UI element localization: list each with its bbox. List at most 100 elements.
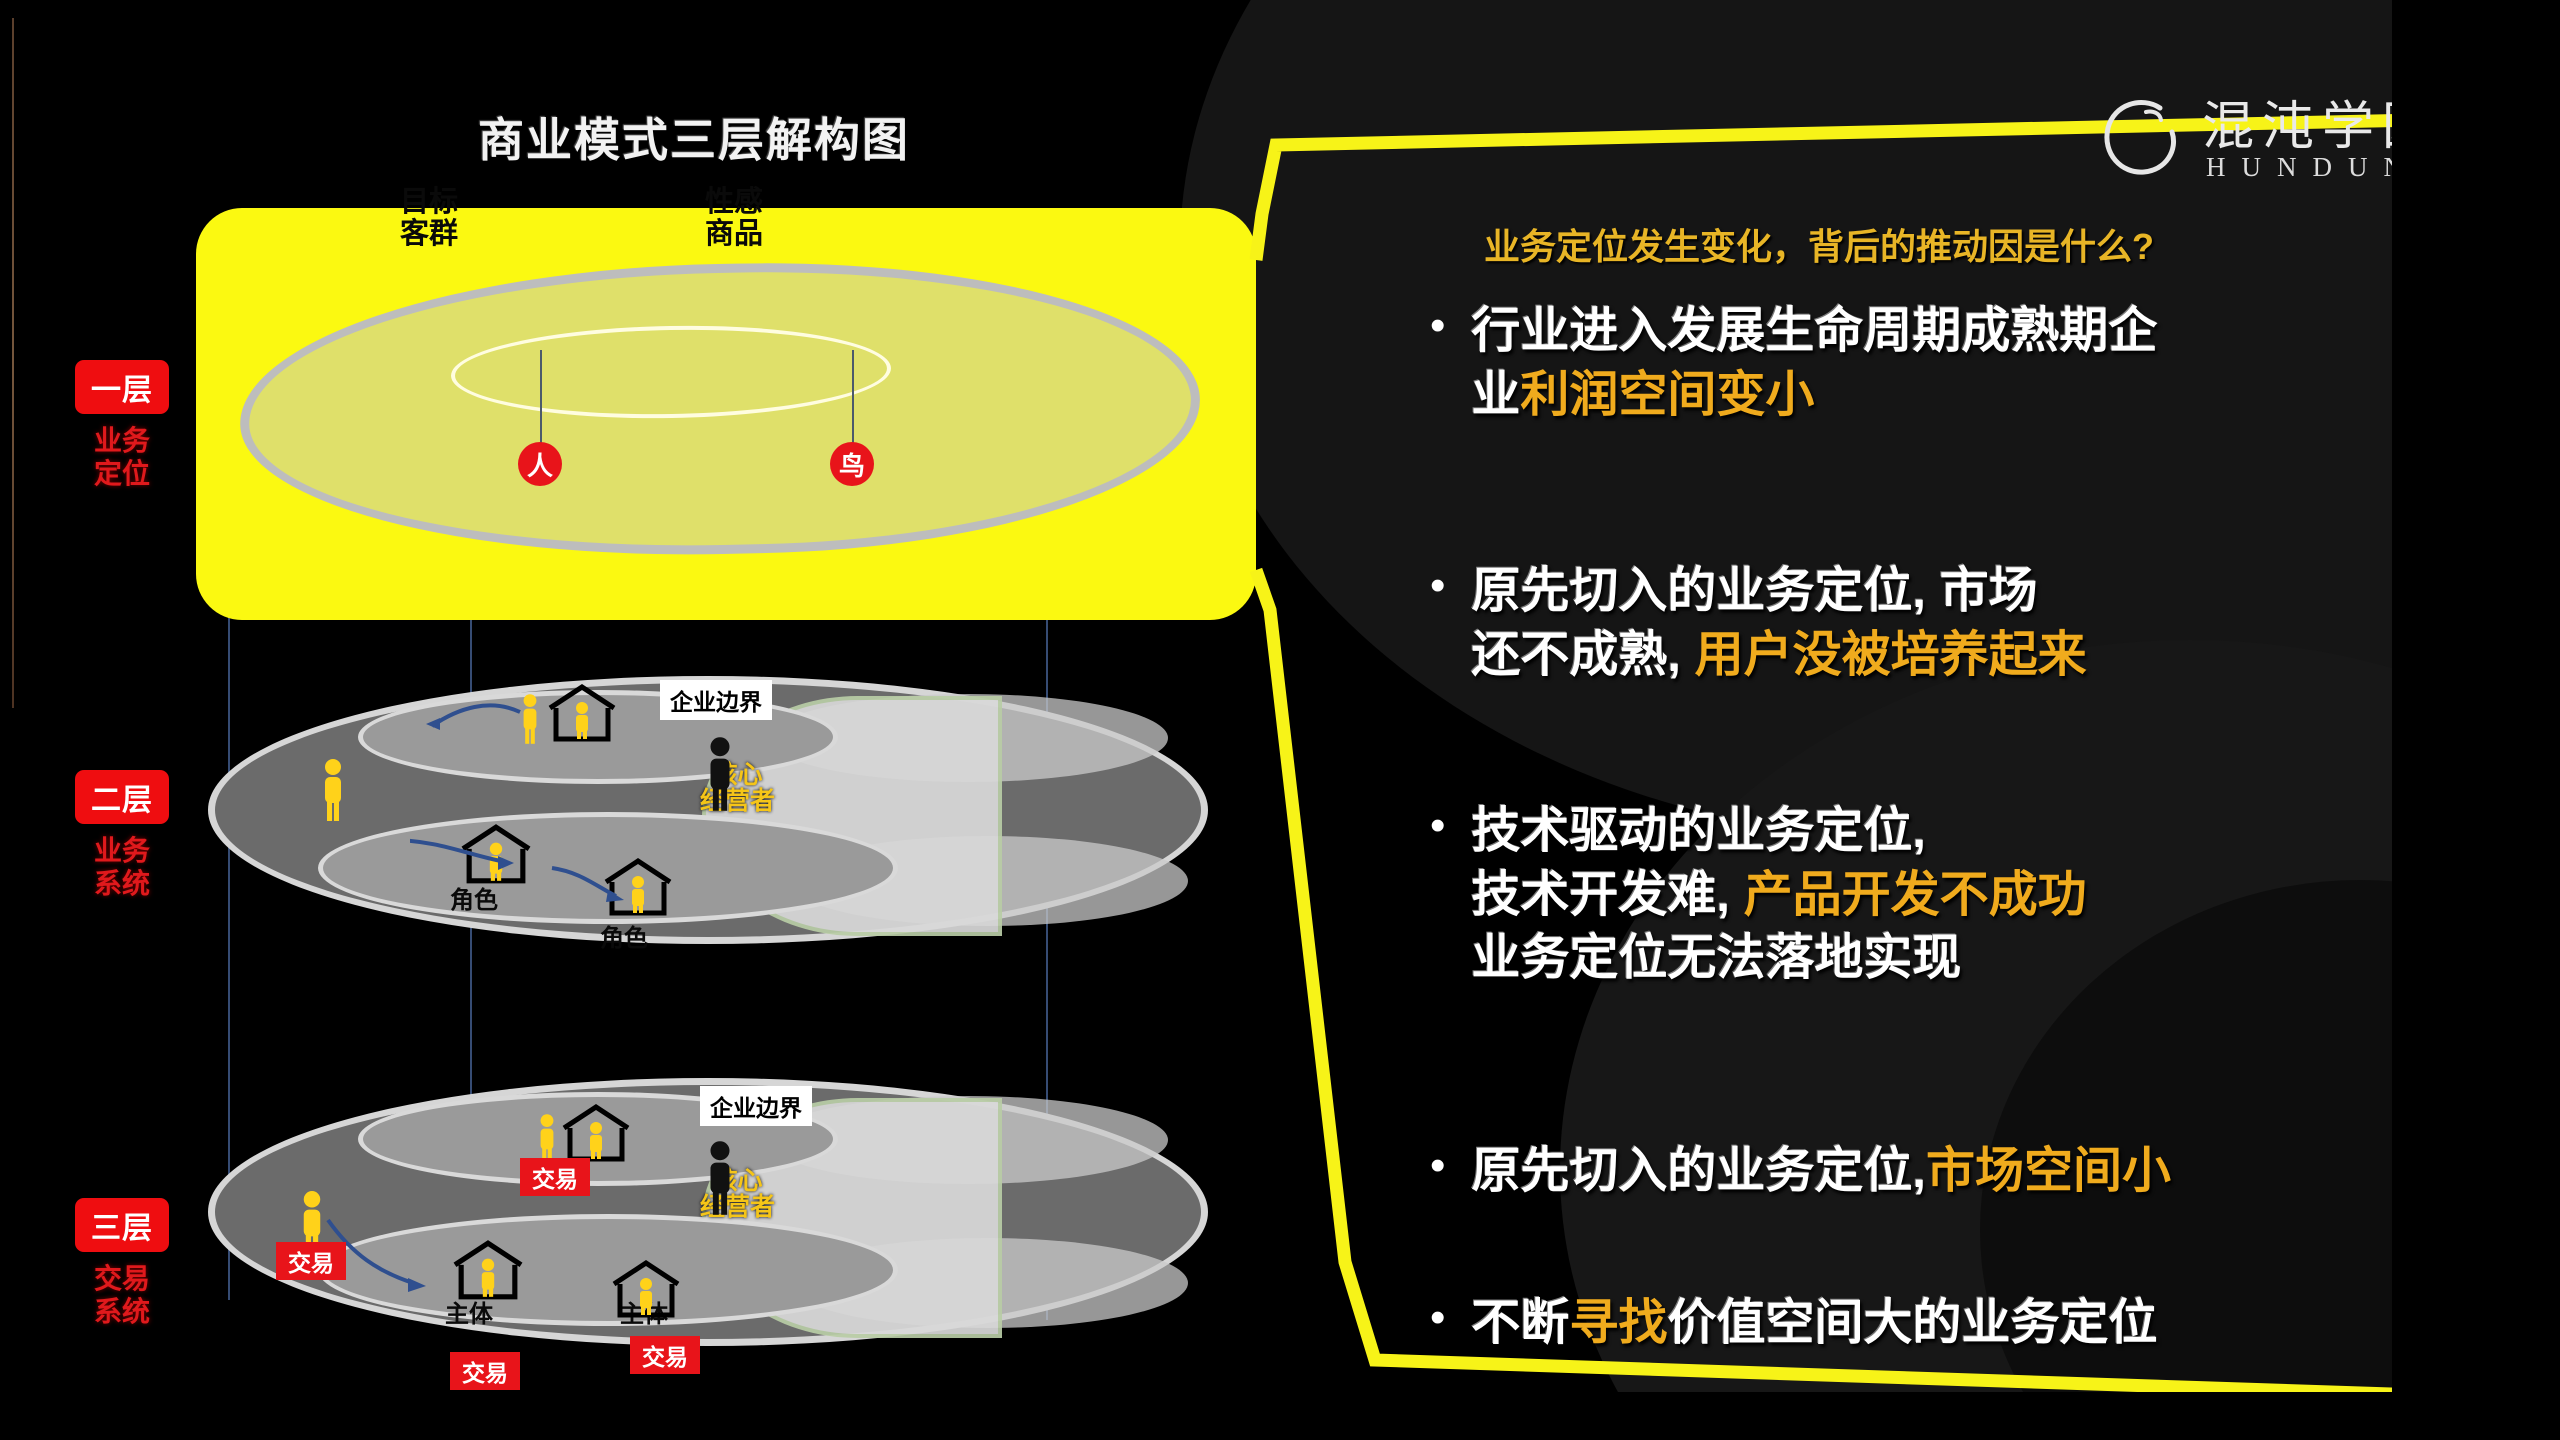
person-pin-icon: 人 xyxy=(518,442,562,486)
bullet-text: 行业进入发展生命周期成熟期企 业利润空间变小 xyxy=(1471,300,2157,427)
layer-tag-1: 一层 业务 定位 xyxy=(62,360,182,490)
bullet-span-highlight: 利润空间变小 xyxy=(1520,367,1815,422)
sub-line-2: 系统 xyxy=(93,1296,150,1328)
bullet-item: • 不断寻找价值空间大的业务定位 xyxy=(1430,1292,2550,1356)
layer3-enterprise-boundary-label: 企业边界 xyxy=(700,1086,812,1126)
bullet-span: 技术开发难, xyxy=(1471,867,1744,922)
connector-line xyxy=(470,620,472,1320)
trade-badge: 交易 xyxy=(520,1158,590,1196)
bullet-text: 技术驱动的业务定位, 技术开发难, 产品开发不成功 业务定位无法落地实现 xyxy=(1471,800,2086,991)
bullet-line: 业务定位无法落地实现 xyxy=(1471,927,2086,991)
bullet-span: 技术驱动的业务定位, xyxy=(1471,804,1927,858)
sub-line-2: 系统 xyxy=(93,868,150,900)
layer2-enterprise-boundary-label: 企业边界 xyxy=(660,680,772,720)
bullet-span: 业 xyxy=(1471,367,1521,422)
layer3-band-lower xyxy=(318,1214,898,1326)
page-title: 商业模式三层解构图 xyxy=(478,114,910,166)
bullet-line: 业利润空间变小 xyxy=(1471,364,2157,428)
sub-line-1: 交易 xyxy=(93,1263,150,1294)
layer-tag-sub: 业务 定位 xyxy=(62,424,182,490)
person-icon xyxy=(523,694,537,744)
bullet-item: • 行业进入发展生命周期成熟期企 业利润空间变小 xyxy=(1430,300,2450,427)
bullet-marker: • xyxy=(1430,801,1446,850)
connector-line xyxy=(228,610,230,1300)
bullet-span-highlight: 市场空间小 xyxy=(1926,1144,2172,1198)
core-operator-icon xyxy=(710,1141,730,1215)
panel-headline: 业务定位发生变化，背后的推动因是什么? xyxy=(1484,226,2154,267)
label-line-1: 目标 xyxy=(400,186,459,218)
layer2-role-label: 角色 xyxy=(600,925,648,952)
layer1-card xyxy=(196,208,1256,620)
layer1-label-target-customer: 目标 客群 xyxy=(400,186,458,251)
layer-tag-2: 二层 业务 系统 xyxy=(62,770,182,900)
person-icon xyxy=(540,1114,554,1164)
layer-tag-sub: 交易 系统 xyxy=(62,1262,182,1328)
bullet-text: 原先切入的业务定位, 市场 还不成熟, 用户没被培养起来 xyxy=(1471,560,2086,687)
sub-line-2: 定位 xyxy=(93,458,150,490)
bullet-text: 原先切入的业务定位,市场空间小 xyxy=(1471,1140,2171,1204)
layer-tag-chip: 三层 xyxy=(75,1198,169,1252)
left-edge-line xyxy=(12,18,14,708)
layer1-label-sexy-product: 性感 商品 xyxy=(705,186,763,251)
bullet-item: • 原先切入的业务定位,市场空间小 xyxy=(1430,1140,2490,1204)
bullet-text: 不断寻找价值空间大的业务定位 xyxy=(1471,1292,2157,1356)
bullet-span: 不断 xyxy=(1471,1296,1570,1350)
layer2-flow-arrows xyxy=(410,703,624,902)
house-icon xyxy=(453,1240,523,1300)
label-line-2: 商品 xyxy=(705,218,764,251)
bullet-span: 还不成熟, xyxy=(1471,627,1695,682)
house-icon xyxy=(612,1260,680,1318)
bullet-line: 技术驱动的业务定位, xyxy=(1471,800,2086,864)
bullet-line: 不断寻找价值空间大的业务定位 xyxy=(1471,1292,2157,1356)
layer3-flow-arrow xyxy=(326,1218,426,1292)
bird-pin-icon: 鸟 xyxy=(830,442,874,486)
layer2-band-lower xyxy=(318,812,898,924)
bullet-marker: • xyxy=(1430,1141,1446,1190)
label-line-2: 客群 xyxy=(400,218,459,251)
layer-tag-3: 三层 交易 系统 xyxy=(62,1198,182,1328)
layer-tag-chip: 二层 xyxy=(75,770,169,824)
connector-line xyxy=(1046,620,1048,1320)
trade-badge: 交易 xyxy=(450,1352,520,1390)
bullet-line: 行业进入发展生命周期成熟期企 xyxy=(1471,300,2157,364)
layer-tag-chip: 一层 xyxy=(75,360,169,414)
bullet-line: 原先切入的业务定位, 市场 xyxy=(1471,560,2086,624)
bullet-item: • 技术驱动的业务定位, 技术开发难, 产品开发不成功 业务定位无法落地实现 xyxy=(1430,800,2450,991)
logo-english-name: HUNDUN xyxy=(2206,152,2419,182)
label-line-1: 性感 xyxy=(705,186,764,218)
sub-line-1: 业务 xyxy=(93,425,150,456)
bullet-marker: • xyxy=(1430,301,1446,350)
bullet-span: 业务定位无法落地实现 xyxy=(1471,931,1962,986)
core-operator-icon xyxy=(710,737,730,811)
person-icon xyxy=(325,759,341,821)
bullet-marker: • xyxy=(1430,561,1446,610)
bullet-span: 原先切入的业务定位, 市场 xyxy=(1471,564,2038,618)
trade-badge: 交易 xyxy=(276,1242,346,1280)
pin-stem xyxy=(852,350,854,446)
layer3-subject-label: 主体 xyxy=(445,1301,493,1328)
sub-line-1: 业务 xyxy=(93,835,150,866)
bullet-line: 技术开发难, 产品开发不成功 xyxy=(1471,864,2086,928)
bullet-span-highlight: 产品开发不成功 xyxy=(1743,867,2087,922)
bullet-span: 原先切入的业务定位, xyxy=(1471,1144,1927,1198)
bullet-line: 还不成熟, 用户没被培养起来 xyxy=(1471,624,2086,688)
core-label-line-2: 经营者 xyxy=(700,787,776,816)
bullet-line: 原先切入的业务定位,市场空间小 xyxy=(1471,1140,2171,1204)
layer-tag-sub: 业务 系统 xyxy=(62,834,182,900)
brush-circle-icon xyxy=(2104,100,2176,175)
bullet-marker: • xyxy=(1430,1293,1446,1342)
bullet-item: • 原先切入的业务定位, 市场 还不成熟, 用户没被培养起来 xyxy=(1430,560,2450,687)
trade-badge: 交易 xyxy=(630,1336,700,1374)
bullet-span: 价值空间大的业务定位 xyxy=(1667,1296,2158,1350)
layer2-diagram xyxy=(208,676,1208,944)
layer2-role-label: 角色 xyxy=(450,887,498,914)
house-icon xyxy=(562,1104,630,1162)
core-label-line-2: 经营者 xyxy=(700,1193,776,1222)
right-crop-mask xyxy=(2392,0,2560,1440)
bottom-crop-mask xyxy=(0,1392,2560,1440)
bullet-span-highlight: 寻找 xyxy=(1569,1296,1668,1350)
bullet-span-highlight: 用户没被培养起来 xyxy=(1694,627,2087,682)
bullet-span: 行业进入发展生命周期成熟期企 xyxy=(1471,304,2158,358)
pin-stem xyxy=(540,350,542,446)
